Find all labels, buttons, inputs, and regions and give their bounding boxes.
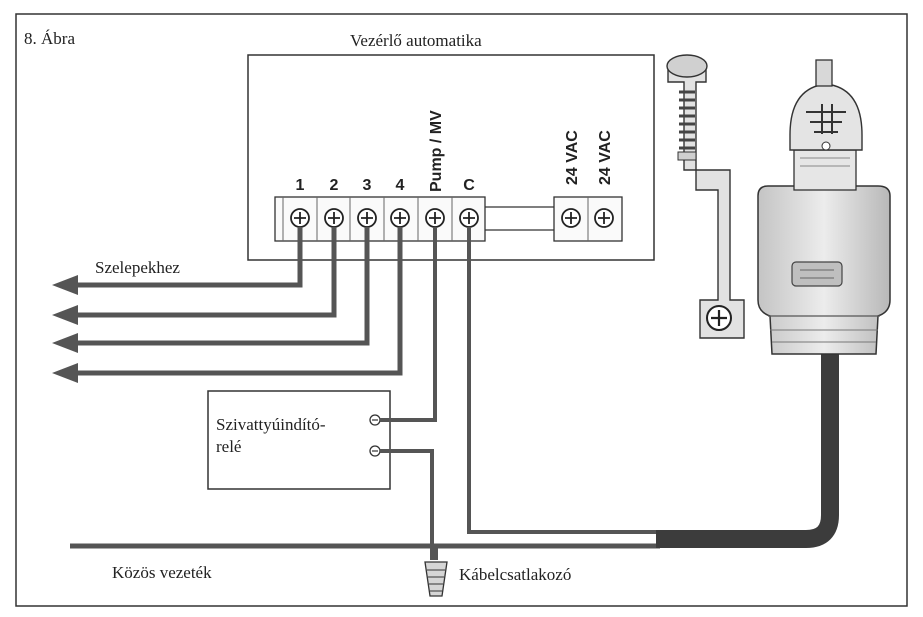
relay-terminal-top	[369, 414, 381, 426]
terminal-screw-3	[357, 208, 377, 228]
valves-label: Szelepekhez	[95, 258, 180, 277]
relay-common-wire	[380, 449, 434, 560]
figure-number: 8. Ábra	[24, 29, 75, 48]
terminal-label-24vac-a: 24 VAC	[564, 130, 581, 185]
terminal-screw-24vac-a	[561, 208, 581, 228]
valve-wires	[74, 227, 403, 376]
terminal-label-2: 2	[330, 177, 339, 194]
cable-connector	[424, 561, 448, 597]
relay-label-line2: relé	[216, 437, 241, 456]
pump-wire	[380, 227, 437, 422]
terminal-screw-pump	[425, 208, 445, 228]
pump-relay-box	[207, 390, 391, 490]
terminal-label-1: 1	[296, 177, 305, 194]
terminal-label-24vac-b: 24 VAC	[597, 130, 614, 185]
relay-label-line1: Szivattyúindító-	[216, 415, 326, 434]
common-wire-label: Közös vezeték	[112, 563, 212, 582]
solenoid-valve	[757, 59, 891, 355]
terminal-screw-2	[324, 208, 344, 228]
terminal-label-common: C	[463, 177, 475, 194]
controller-common-wire	[467, 227, 660, 534]
valve-cable	[656, 348, 839, 548]
relay-terminal-bottom	[369, 445, 381, 457]
connector-label: Kábelcsatlakozó	[459, 565, 571, 584]
clamp-screw-icon	[706, 305, 732, 331]
controller-title: Vezérlő automatika	[350, 31, 482, 50]
terminal-screw-24vac-b	[594, 208, 614, 228]
terminal-screw-1	[290, 208, 310, 228]
terminal-label-pump: Pump / MV	[428, 110, 445, 192]
terminal-label-3: 3	[363, 177, 372, 194]
terminal-screw-4	[390, 208, 410, 228]
terminal-screw-common	[459, 208, 479, 228]
terminal-label-4: 4	[396, 177, 405, 194]
clamp-bracket	[666, 54, 745, 339]
valve-wire-arrows	[52, 275, 78, 383]
